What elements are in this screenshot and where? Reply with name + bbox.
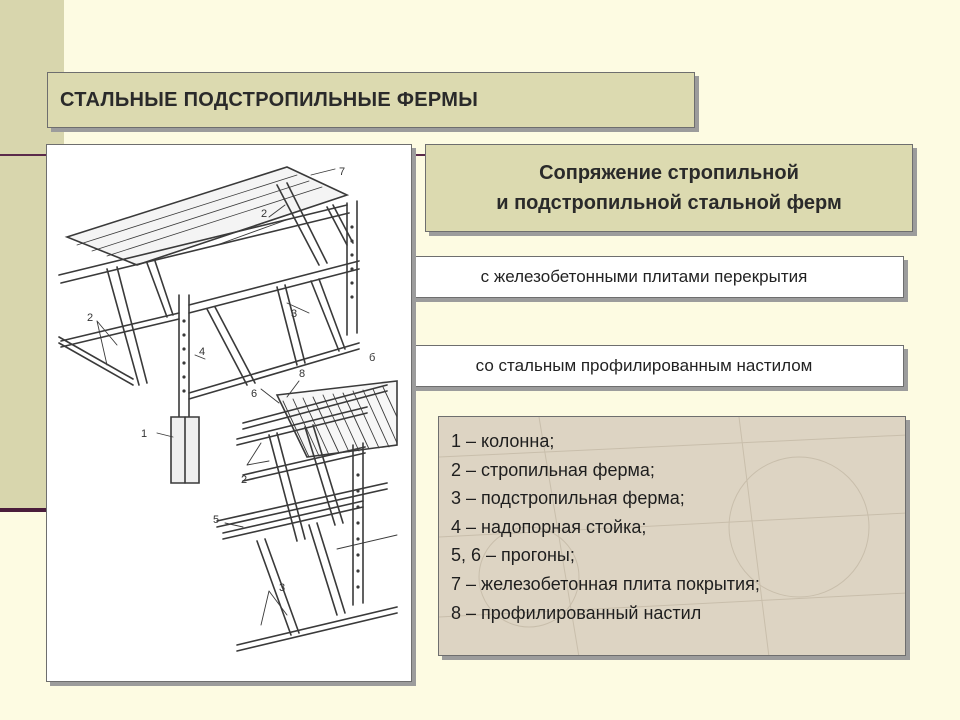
label-3-bottom: 3 — [279, 582, 285, 594]
legend-item: 3 – подстропильная ферма; — [451, 488, 685, 509]
label-5: 5 — [213, 514, 219, 526]
label-2-bottom: 2 — [241, 474, 247, 486]
option-steel-label: со стальным профилированным настилом — [475, 356, 813, 375]
legend-item: 4 – надопорная стойка; — [451, 516, 647, 537]
truss-drawing-svg: 7 2 2 3 4 б 1 6 8 2 5 3 — [58, 166, 398, 652]
option-concrete-slabs[interactable]: с железобетонными плитами перекрытия — [384, 256, 904, 298]
label-8: 8 — [299, 368, 305, 380]
divider-line-bottom — [0, 508, 64, 512]
legend-item: 7 – железобетонная плита покрытия; — [451, 573, 760, 594]
option-concrete-label: с железобетонными плитами перекрытия — [480, 267, 808, 286]
parchment-texture — [439, 417, 905, 655]
heading-box: Сопряжение стропильной и подстропильной … — [425, 144, 913, 232]
label-2-left: 2 — [87, 312, 93, 324]
truss-drawing: 7 2 2 3 4 б 1 6 8 2 5 3 — [46, 144, 412, 682]
legend-list: 1 – колонна; 2 – стропильная ферма; 3 – … — [451, 427, 760, 627]
legend-item: 8 – профилированный настил — [451, 602, 702, 623]
label-3-top: 3 — [291, 308, 297, 320]
legend-item: 2 – стропильная ферма; — [451, 459, 655, 480]
label-4: 4 — [199, 346, 205, 358]
label-fig-b: б — [369, 352, 375, 364]
label-2-top: 2 — [261, 208, 267, 220]
heading-line-1: Сопряжение стропильной — [539, 162, 799, 184]
legend-box: 1 – колонна; 2 – стропильная ферма; 3 – … — [438, 416, 906, 656]
heading-line-2: и подстропильной стальной ферм — [496, 192, 842, 214]
legend-item: 1 – колонна; — [451, 431, 555, 451]
label-6: 6 — [251, 388, 257, 400]
option-steel-deck[interactable]: со стальным профилированным настилом — [384, 345, 904, 387]
slide-title: СТАЛЬНЫЕ ПОДСТРОПИЛЬНЫЕ ФЕРМЫ — [60, 88, 479, 111]
title-box: СТАЛЬНЫЕ ПОДСТРОПИЛЬНЫЕ ФЕРМЫ — [47, 72, 695, 128]
legend-item: 5, 6 – прогоны; — [451, 545, 575, 566]
label-1: 1 — [141, 428, 147, 440]
label-7: 7 — [339, 166, 345, 178]
